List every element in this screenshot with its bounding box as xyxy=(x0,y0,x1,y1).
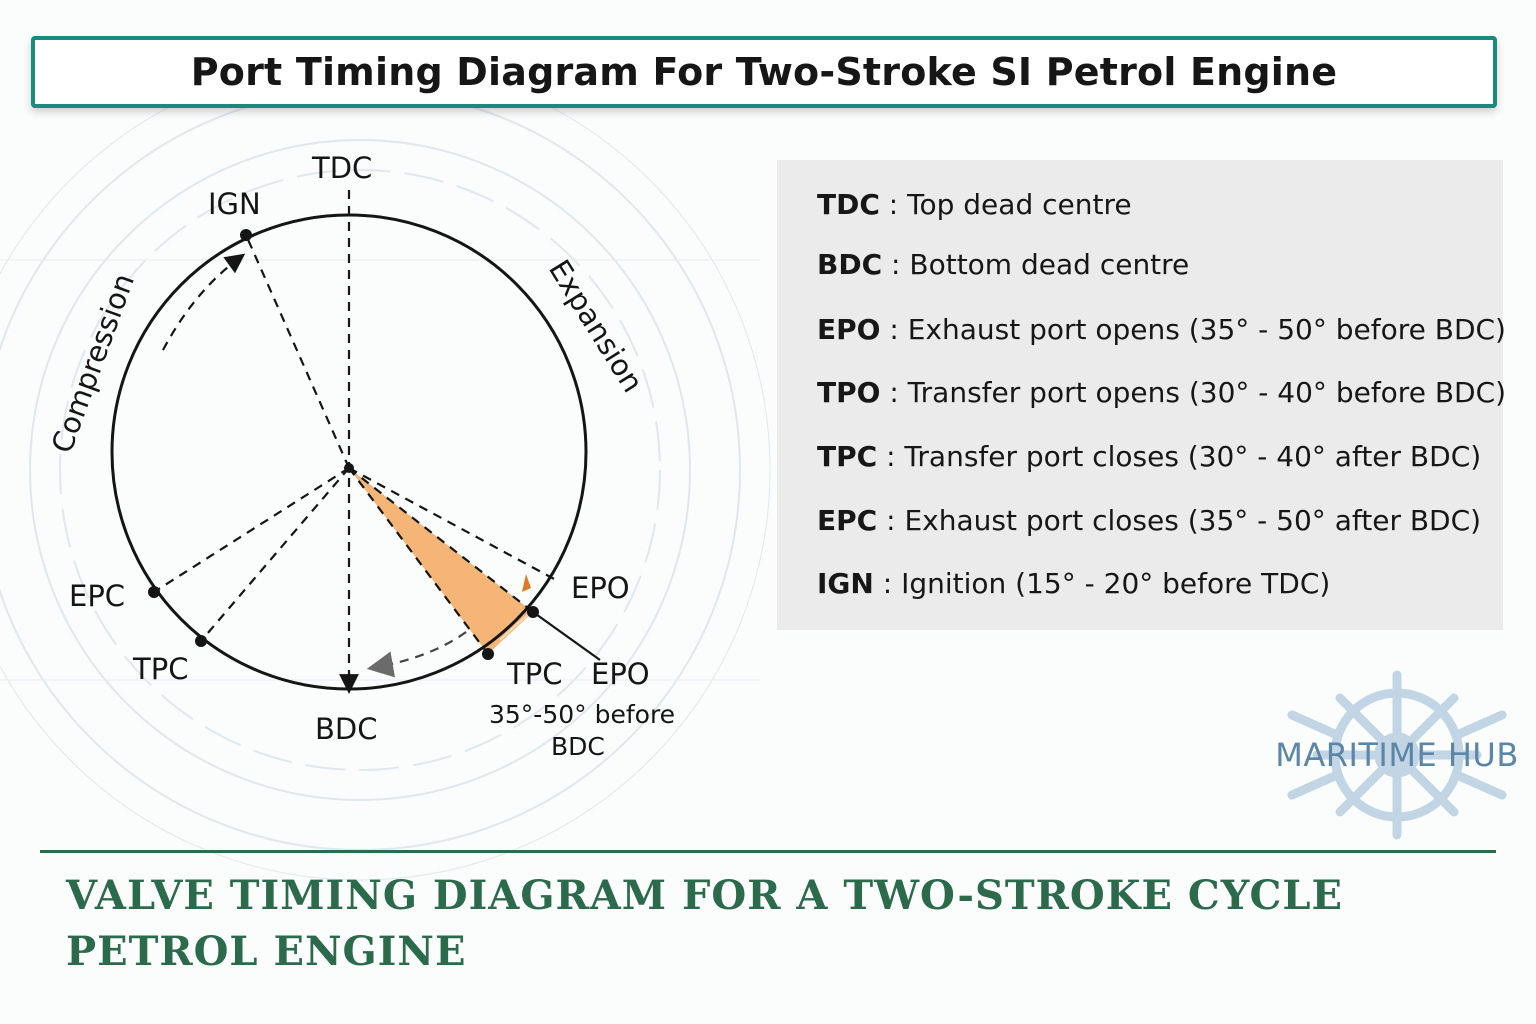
epo-leader xyxy=(532,611,601,661)
footer-title-line2: PETROL ENGINE xyxy=(66,928,467,975)
ship-wheel-icon xyxy=(1287,670,1507,840)
epc-label: EPC xyxy=(69,579,125,613)
legend-item-tdc: TDC : Top dead centre xyxy=(817,188,1132,221)
port-open-sector xyxy=(349,468,533,654)
ign-line xyxy=(244,234,351,469)
epo-line xyxy=(348,467,557,581)
compression-arrow xyxy=(162,253,246,351)
page-title: Port Timing Diagram For Two-Stroke SI Pe… xyxy=(190,50,1338,94)
epo-marker xyxy=(522,574,531,592)
port-timing-diagram: TDC IGN EPC TPC BDC EPO TPC EPO 35°-50° … xyxy=(45,151,675,761)
legend-item-epc: EPC : Exhaust port closes (35° - 50° aft… xyxy=(817,504,1482,537)
expansion-label: Expansion xyxy=(542,254,650,399)
epo-note-line1: 35°-50° before xyxy=(489,700,675,729)
rotation-arrow xyxy=(366,631,467,678)
legend-item-bdc: BDC : Bottom dead centre xyxy=(817,248,1190,281)
epo-bottom-label: EPO xyxy=(591,657,650,691)
logo-text: MARITIME HUB xyxy=(1275,736,1519,774)
bdc-label: BDC xyxy=(315,712,377,746)
epo-right-label: EPO xyxy=(571,571,630,605)
ign-label: IGN xyxy=(208,187,261,221)
tpc-bottom-label: TPC xyxy=(506,657,562,691)
tpc-bottom-point xyxy=(482,648,494,660)
epc-line xyxy=(153,467,350,593)
ign-point xyxy=(240,229,252,241)
epo-point xyxy=(527,606,539,618)
legend-item-tpo: TPO : Transfer port opens (30° - 40° bef… xyxy=(817,376,1507,409)
tpc-left-label: TPC xyxy=(132,652,188,686)
legend-panel: TDC : Top dead centre BDC : Bottom dead … xyxy=(777,160,1507,630)
epc-point xyxy=(148,586,160,598)
legend-item-epo: EPO : Exhaust port opens (35° - 50° befo… xyxy=(817,313,1506,346)
center-point xyxy=(344,463,354,473)
footer-divider xyxy=(40,850,1496,853)
legend-item-ign: IGN : Ignition (15° - 20° before TDC) xyxy=(817,567,1331,600)
compression-label: Compression xyxy=(45,269,141,457)
tpc-left-line xyxy=(200,467,350,642)
epo-note-line2: BDC xyxy=(551,732,605,761)
title-banner: Port Timing Diagram For Two-Stroke SI Pe… xyxy=(31,36,1497,108)
tpc-bottom-line xyxy=(348,467,489,655)
footer-title: VALVE TIMING DIAGRAM FOR A TWO-STROKE CY… xyxy=(66,868,1466,980)
sector-edge-line xyxy=(348,467,534,613)
tdc-label: TDC xyxy=(311,151,372,185)
legend-item-tpc: TPC : Transfer port closes (30° - 40° af… xyxy=(817,440,1482,473)
footer-title-line1: VALVE TIMING DIAGRAM FOR A TWO-STROKE CY… xyxy=(66,872,1344,919)
tpc-left-point xyxy=(195,635,207,647)
